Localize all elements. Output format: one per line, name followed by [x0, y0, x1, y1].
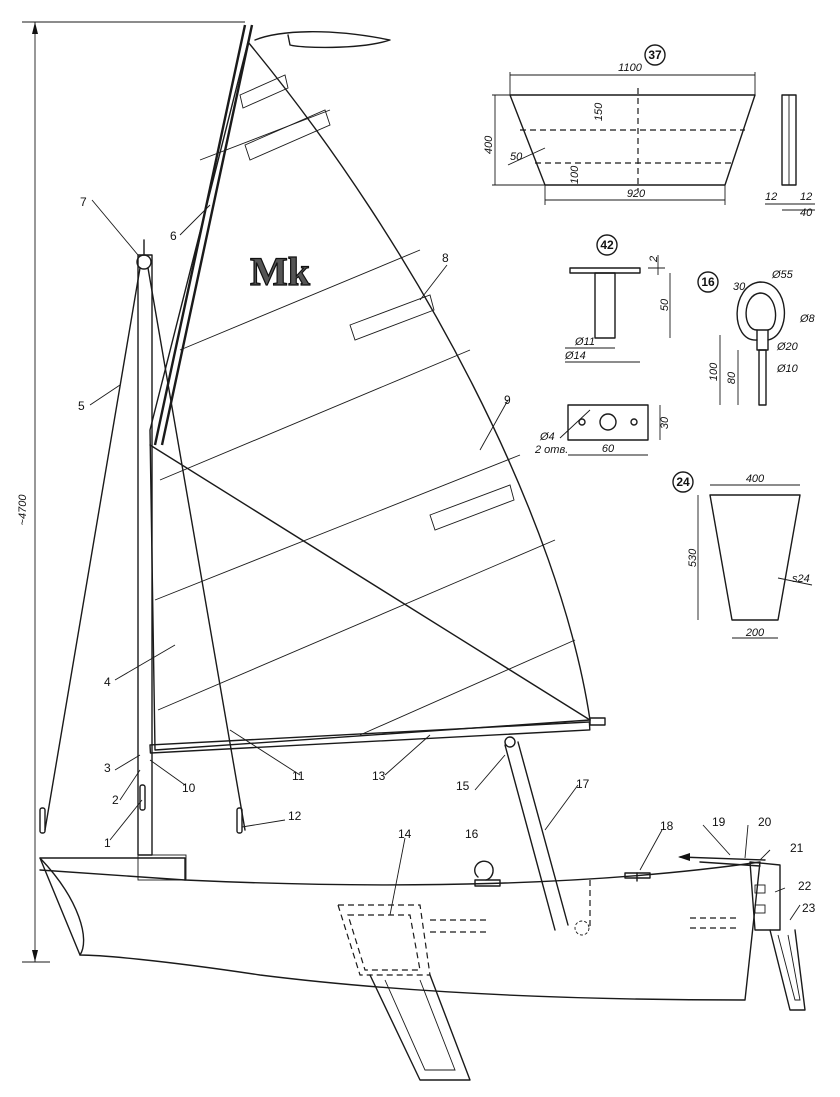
shroud — [147, 267, 246, 831]
detail-42: 42 2 50 Ø11 Ø14 60 30 Ø4 2 отв. — [534, 234, 671, 456]
part-leaders — [89, 199, 801, 921]
d42-holes: 2 отв. — [534, 444, 568, 456]
part-label-21: 21 — [790, 841, 804, 855]
d24-top: 400 — [746, 473, 765, 485]
detail-42-id: 42 — [600, 238, 614, 252]
boom — [149, 717, 606, 754]
part-label-13: 13 — [372, 769, 386, 783]
d37-100: 100 — [569, 165, 581, 184]
turnbuckles — [39, 784, 243, 834]
height-dimension: ~4700 — [17, 21, 245, 963]
part-label-22: 22 — [798, 879, 812, 893]
d37-top: 1100 — [618, 62, 643, 74]
detail-24: 24 400 200 530 s24 — [672, 471, 813, 639]
part-numbers: 1 2 3 4 5 6 7 8 9 10 11 12 13 14 15 16 1… — [78, 195, 816, 915]
detail-24-id: 24 — [676, 475, 690, 489]
part-label-5: 5 — [78, 399, 85, 413]
d42-2: 2 — [648, 256, 660, 263]
part-label-1: 1 — [104, 836, 111, 850]
part-label-12: 12 — [288, 809, 302, 823]
part-label-3: 3 — [104, 761, 111, 775]
d37-12b: 12 — [800, 191, 812, 203]
deck-fitting-16 — [474, 860, 501, 887]
part-label-20: 20 — [758, 815, 772, 829]
yard-spar — [153, 24, 254, 446]
d16-d10: Ø10 — [776, 363, 799, 375]
d24-thickness: s24 — [792, 573, 810, 585]
part-label-16: 16 — [465, 827, 479, 841]
part-label-4: 4 — [104, 675, 111, 689]
part-label-7: 7 — [80, 195, 87, 209]
part-label-23: 23 — [802, 901, 816, 915]
part-label-15: 15 — [456, 779, 470, 793]
cleat — [624, 872, 651, 882]
d37-height: 400 — [483, 135, 495, 154]
d37-150: 150 — [593, 102, 605, 121]
d42-50: 50 — [659, 298, 671, 311]
part-label-6: 6 — [170, 229, 177, 243]
d16-80: 80 — [726, 371, 738, 384]
detail-37-id: 37 — [648, 48, 662, 62]
d16-100: 100 — [708, 362, 720, 381]
part-label-18: 18 — [660, 819, 674, 833]
daggerboard-trunk-strut — [504, 736, 591, 936]
sail-logo: Mk — [250, 249, 311, 294]
sail: Mk — [149, 41, 591, 751]
detail-16: 16 30 Ø55 Ø8 Ø20 Ø10 100 80 — [697, 269, 816, 406]
part-label-11: 11 — [292, 769, 305, 783]
part-label-19: 19 — [712, 815, 726, 829]
d16-d55: Ø55 — [771, 269, 794, 281]
part-label-10: 10 — [182, 781, 196, 795]
d42-60: 60 — [602, 443, 615, 455]
d42-30: 30 — [659, 416, 671, 429]
d42-d14: Ø14 — [564, 350, 586, 362]
part-label-14: 14 — [398, 827, 412, 841]
part-label-9: 9 — [504, 393, 511, 407]
forestay — [44, 267, 141, 831]
detail-37: 37 1100 920 400 150 100 50 12 12 40 — [483, 44, 815, 219]
height-label: ~4700 — [17, 494, 29, 526]
d24-height: 530 — [687, 548, 699, 567]
d24-bottom: 200 — [745, 627, 765, 639]
d37-bottom: 920 — [627, 188, 646, 200]
tiller — [678, 853, 766, 867]
d37-40: 40 — [800, 207, 813, 219]
part-label-17: 17 — [576, 777, 590, 791]
mast — [136, 239, 153, 856]
d16-d20: Ø20 — [776, 341, 799, 353]
centreboard-case — [337, 904, 740, 976]
d42-d11: Ø11 — [574, 336, 595, 348]
part-label-8: 8 — [442, 251, 449, 265]
rudder — [749, 861, 806, 1011]
part-label-2: 2 — [112, 793, 119, 807]
d37-12a: 12 — [765, 191, 777, 203]
masthead-flag — [254, 31, 391, 49]
detail-16-id: 16 — [701, 275, 715, 289]
centreboard — [369, 974, 471, 1081]
d16-d8: Ø8 — [799, 313, 816, 325]
d16-30: 30 — [733, 281, 746, 293]
d42-d4: Ø4 — [539, 431, 555, 443]
hull — [39, 854, 761, 1001]
